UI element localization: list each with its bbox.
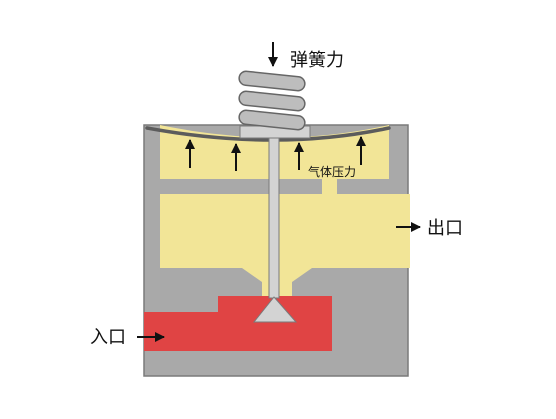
pressure-passage xyxy=(322,177,337,197)
gas-pressure-label: 气体压力 xyxy=(308,164,356,179)
spring xyxy=(238,70,306,131)
outlet-label: 出口 xyxy=(427,218,463,239)
valve-cone xyxy=(252,296,298,323)
spring-force-label: 弹簧力 xyxy=(290,50,344,71)
valve-stem xyxy=(268,137,280,299)
inlet-label: 入口 xyxy=(90,327,126,348)
gas-pressure-arrows xyxy=(185,136,366,171)
